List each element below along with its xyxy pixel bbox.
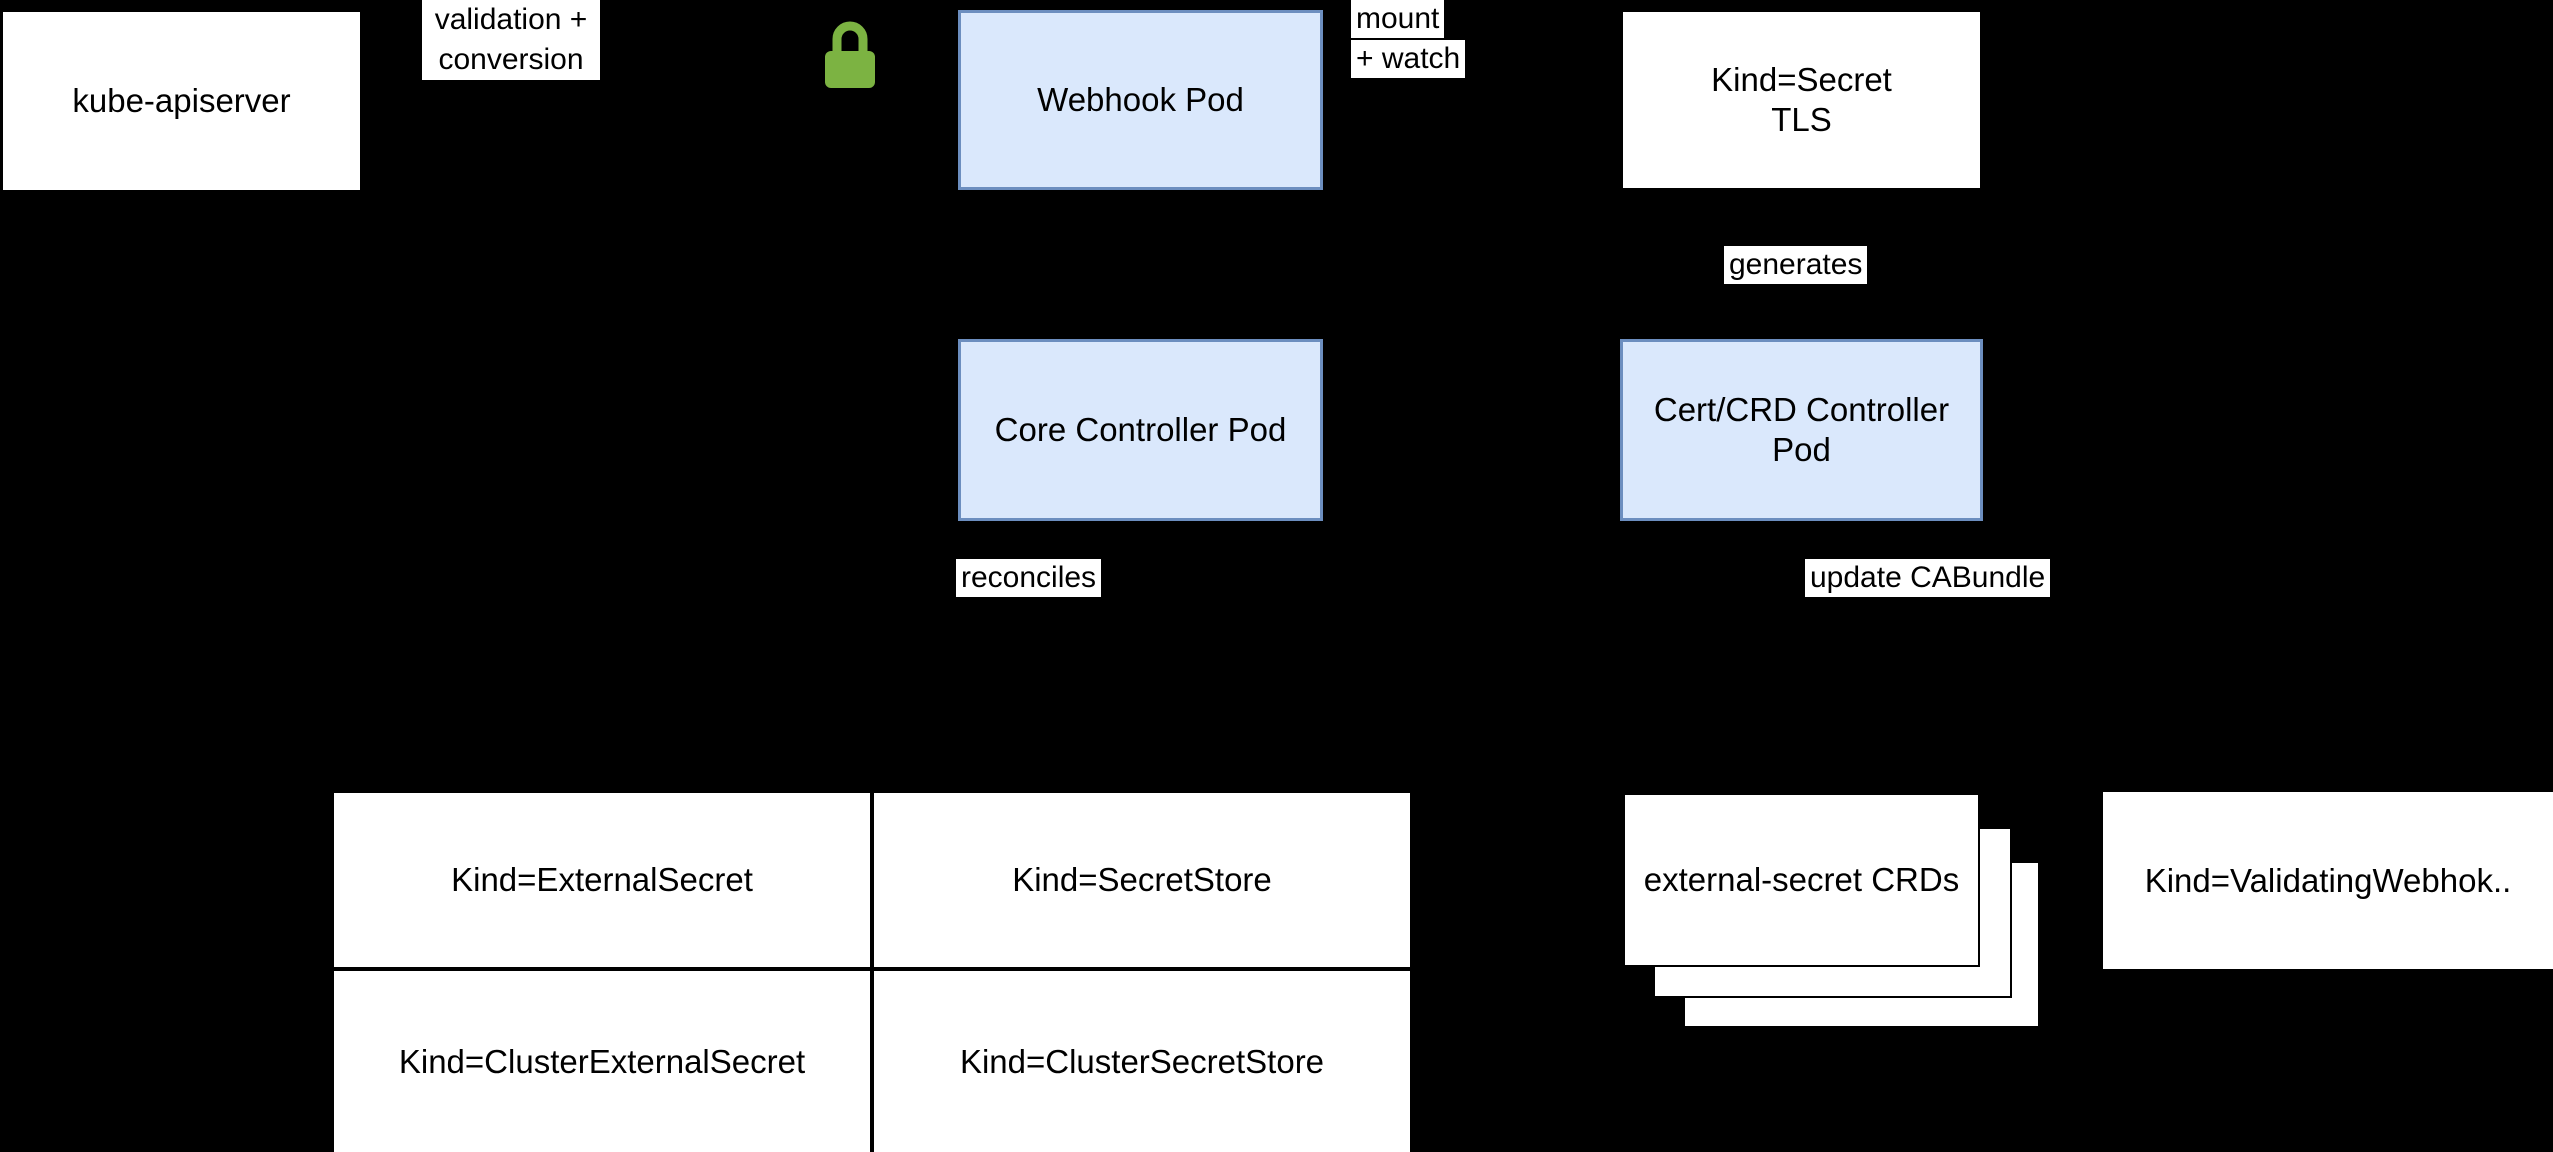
node-kube-apiserver: kube-apiserver bbox=[3, 12, 360, 190]
node-kind-secret-tls: Kind=Secret TLS bbox=[1623, 12, 1980, 188]
edge-label-line: + watch bbox=[1351, 40, 1466, 78]
node-label: kube-apiserver bbox=[72, 82, 291, 119]
edge-label-validation-conversion: validation + conversion bbox=[422, 0, 600, 80]
edge-label-generates: generates bbox=[1724, 246, 1868, 284]
table-cell-kind-secretstore: Kind=SecretStore bbox=[874, 793, 1410, 967]
crd-kinds-table: Kind=ExternalSecret Kind=SecretStore Kin… bbox=[334, 793, 1410, 1152]
edge-label-reconciles: reconciles bbox=[956, 559, 1102, 597]
edge-label-update-cabundle: update CABundle bbox=[1805, 559, 2051, 597]
node-webhook-pod: Webhook Pod bbox=[958, 10, 1323, 190]
node-external-secret-crds: external-secret CRDs bbox=[1623, 793, 1980, 967]
node-label: Cert/CRD Controller Pod bbox=[1653, 391, 1950, 468]
node-core-controller-pod: Core Controller Pod bbox=[958, 339, 1323, 521]
node-label: Core Controller Pod bbox=[994, 411, 1287, 448]
node-label: Kind=Secret TLS bbox=[1711, 61, 1892, 138]
edge-label-mount-watch: mount + watch bbox=[1351, 0, 1466, 80]
table-cell-kind-clusterexternalsecret: Kind=ClusterExternalSecret bbox=[334, 971, 870, 1152]
node-label: Webhook Pod bbox=[1037, 81, 1244, 118]
table-cell-kind-clustersecretstore: Kind=ClusterSecretStore bbox=[874, 971, 1410, 1152]
edge-label-line: mount bbox=[1351, 0, 1445, 38]
lock-icon bbox=[825, 21, 875, 88]
node-cert-crd-controller-pod: Cert/CRD Controller Pod bbox=[1620, 339, 1983, 521]
node-validating-webhook-configuration: Kind=ValidatingWebhok.. bbox=[2103, 792, 2553, 969]
table-cell-kind-externalsecret: Kind=ExternalSecret bbox=[334, 793, 870, 967]
edge-label-line: validation + bbox=[434, 3, 588, 36]
node-label: external-secret CRDs bbox=[1643, 861, 1960, 898]
edge-label-line: conversion bbox=[438, 43, 584, 76]
node-label: Kind=ValidatingWebhok.. bbox=[2144, 861, 2512, 899]
